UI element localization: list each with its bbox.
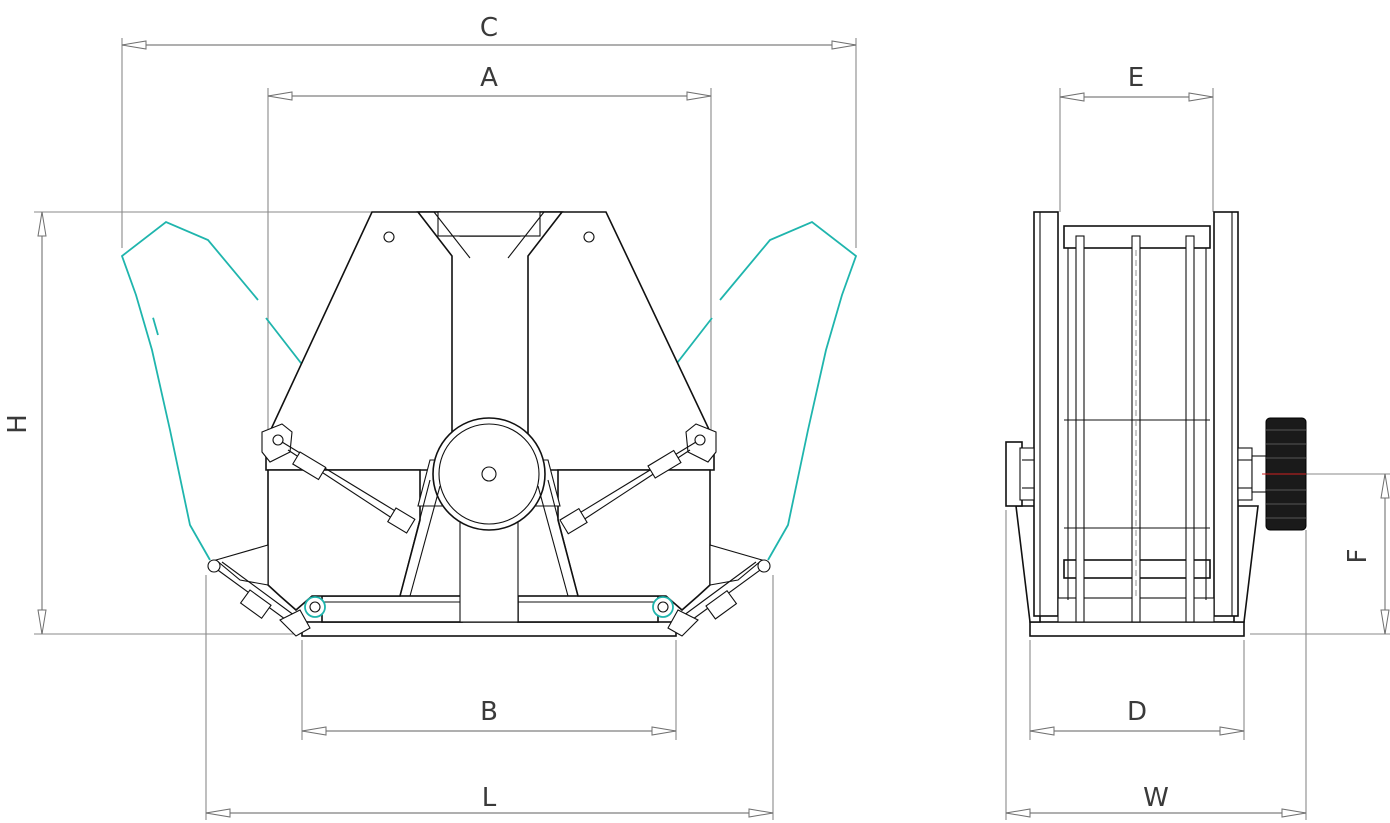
dimension-h: H bbox=[3, 211, 372, 635]
base-frame bbox=[301, 519, 677, 637]
rotor-shaft bbox=[481, 466, 497, 482]
label-f: F bbox=[1343, 549, 1373, 564]
dimension-e: E bbox=[1059, 63, 1214, 212]
lower-hinge-left bbox=[207, 559, 326, 637]
side-frame bbox=[1015, 211, 1259, 637]
lower-hinge-right bbox=[652, 559, 771, 637]
drive-pulley bbox=[1262, 417, 1307, 531]
dimension-l: L bbox=[205, 575, 774, 820]
side-view: E F D W bbox=[1005, 63, 1390, 820]
dimension-a: A bbox=[267, 63, 712, 430]
hydraulic-cylinder-right bbox=[559, 423, 717, 535]
main-housing bbox=[265, 211, 715, 471]
lower-side-blocks bbox=[214, 469, 764, 612]
dimension-c: C bbox=[121, 13, 857, 248]
hydraulic-cylinder-left bbox=[261, 423, 416, 534]
label-e: E bbox=[1128, 63, 1144, 93]
front-view: C A H B bbox=[3, 13, 858, 820]
label-b: B bbox=[480, 697, 498, 727]
label-c: C bbox=[480, 13, 498, 43]
dimension-b: B bbox=[301, 640, 677, 740]
bearing-left bbox=[1005, 441, 1035, 507]
bolt-hole-left bbox=[383, 231, 395, 243]
bolt-hole-right bbox=[583, 231, 595, 243]
dimension-w: W bbox=[1005, 510, 1307, 820]
label-a: A bbox=[480, 63, 498, 93]
dimension-f: F bbox=[1250, 473, 1390, 635]
label-l: L bbox=[482, 783, 497, 813]
rotor bbox=[399, 417, 579, 597]
label-h: H bbox=[3, 414, 33, 434]
dimension-d: D bbox=[1029, 640, 1245, 740]
label-d: D bbox=[1127, 697, 1147, 727]
bearing-right bbox=[1237, 447, 1267, 501]
label-w: W bbox=[1143, 783, 1169, 813]
